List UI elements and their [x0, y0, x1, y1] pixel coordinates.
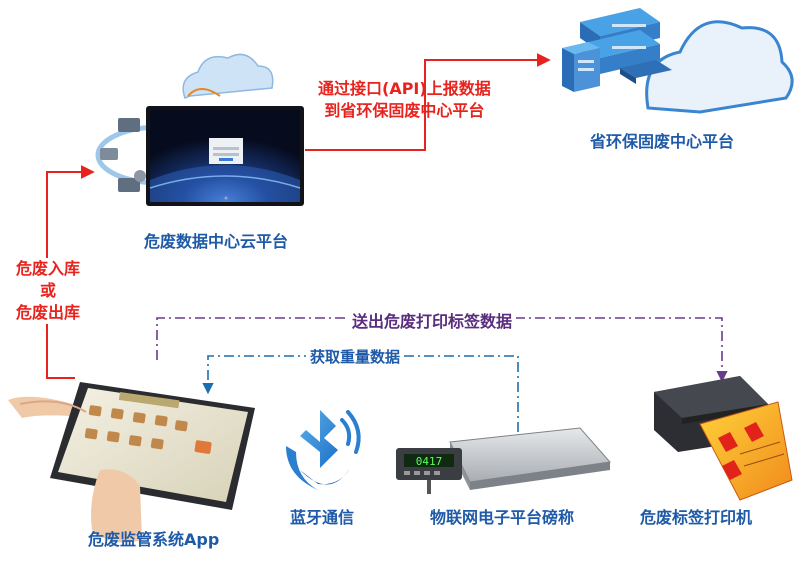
- bluetooth-label: 蓝牙通信: [290, 508, 355, 527]
- app-label: 危废监管系统App: [88, 530, 220, 549]
- tablet-app-illustration: [8, 382, 255, 543]
- printer-label: 危废标签打印机: [640, 508, 753, 527]
- get-weight-arrow: [202, 355, 519, 432]
- api-report-line2: 到省环保固废中心平台: [324, 101, 485, 120]
- provincial-platform-icon: [562, 8, 794, 114]
- cloud-platform-illustration: [95, 53, 304, 206]
- in-out-line3: 危废出库: [15, 303, 80, 322]
- scale-display-value: 0417: [416, 455, 443, 468]
- send-label-data-label: 送出危废打印标签数据: [348, 308, 517, 332]
- api-report-arrow: [305, 53, 551, 151]
- cloud-platform-label: 危废数据中心云平台: [144, 232, 289, 251]
- in-out-label: 危废入库 或 危废出库: [8, 258, 88, 324]
- label-printer-illustration: [654, 376, 793, 501]
- api-report-line1: 通过接口(API)上报数据: [318, 79, 491, 98]
- scale-label: 物联网电子平台磅称: [430, 508, 575, 527]
- in-out-line1: 危废入库: [15, 259, 80, 278]
- api-report-label: 通过接口(API)上报数据 到省环保固废中心平台: [318, 78, 491, 122]
- get-weight-label: 获取重量数据: [306, 346, 405, 367]
- provincial-platform-label: 省环保固废中心平台: [590, 132, 735, 151]
- bluetooth-icon: [286, 410, 361, 490]
- in-out-line2: 或: [39, 281, 56, 300]
- platform-scale-illustration: 0417: [396, 427, 611, 494]
